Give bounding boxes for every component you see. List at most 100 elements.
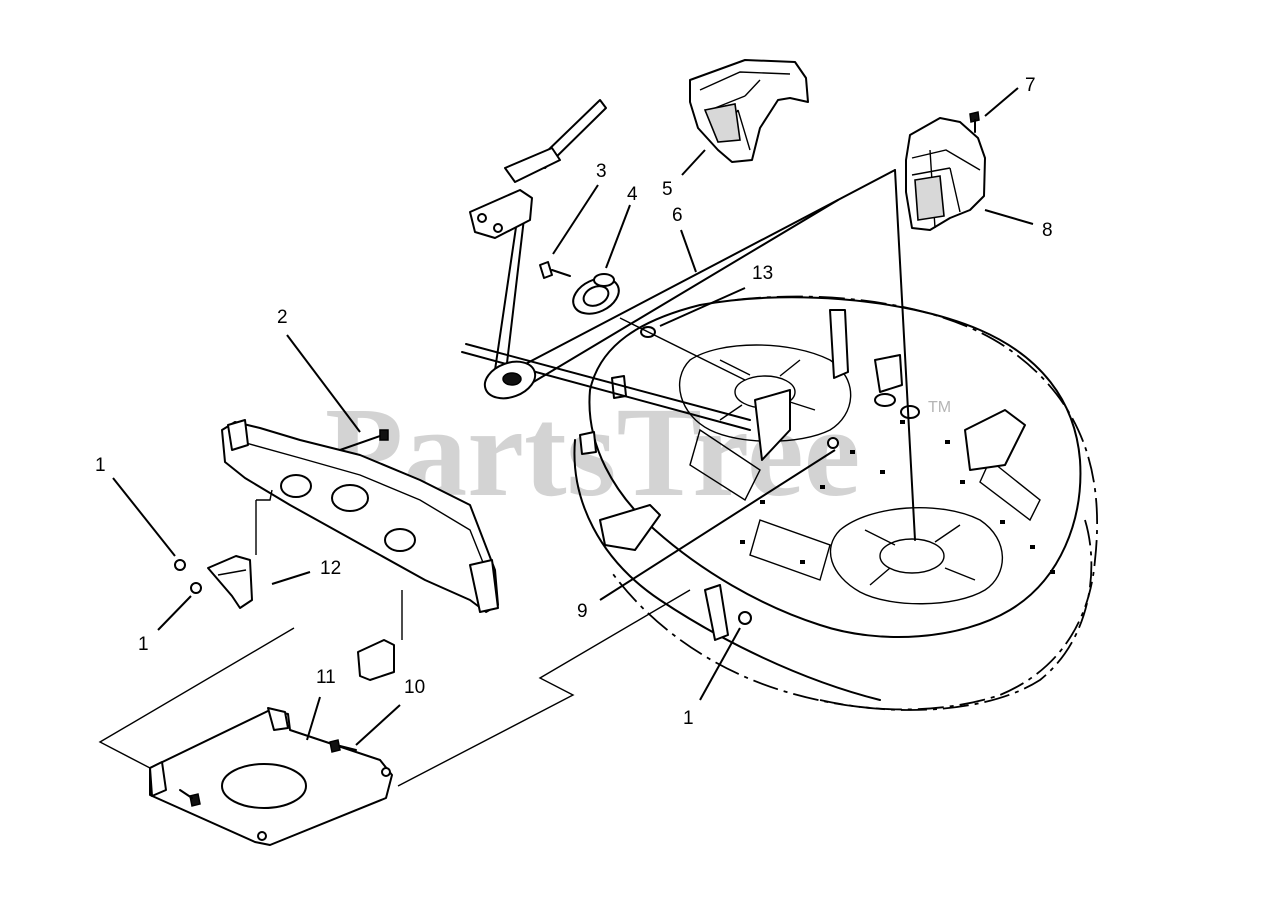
callout-8: 8 — [1042, 220, 1053, 241]
right-spindle-ribs — [864, 524, 976, 586]
deck-rib-panel-2 — [689, 428, 761, 502]
callout-4: 4 — [627, 184, 638, 205]
nut-1-lower — [190, 582, 202, 594]
callout-3: 3 — [596, 161, 607, 182]
callout-1b: 1 — [138, 634, 149, 655]
deck-hex-nut — [738, 611, 752, 625]
hanger-hole-1 — [280, 474, 312, 498]
assembly-line-c — [256, 489, 273, 501]
deck-holes — [740, 420, 1055, 574]
engine-pulley-hub — [502, 372, 522, 386]
deck-top-surface — [588, 296, 1082, 638]
belt-guard-8 — [905, 111, 986, 231]
callout-10: 10 — [404, 677, 425, 698]
pto-shaft-assembly — [461, 99, 916, 541]
hanger-bolt-shank — [339, 434, 384, 451]
deck-plate-hole — [221, 763, 307, 809]
belt-left-run-2 — [504, 209, 526, 381]
leader-7 — [984, 87, 1019, 117]
deck-plate-tab-top — [267, 707, 289, 731]
belt-guard-5-window — [703, 103, 741, 143]
leader-8 — [984, 209, 1034, 225]
leader-13 — [659, 287, 746, 327]
deck-center-bracket — [754, 389, 791, 461]
hanger-bar-2-edge — [234, 439, 491, 581]
leader-4 — [605, 204, 631, 269]
pulley-assembly — [539, 261, 746, 381]
bolt-3-shank — [551, 269, 571, 277]
bracket-strap — [504, 147, 561, 183]
upper-rod — [539, 99, 607, 169]
callout-6: 6 — [672, 205, 683, 226]
belt-lower — [509, 199, 839, 397]
deck-rib-panel-3 — [979, 458, 1041, 522]
belt-right-run — [894, 169, 916, 541]
deck-skirt-outline — [609, 295, 1098, 711]
callout-2: 2 — [277, 307, 288, 328]
leader-1c — [699, 627, 741, 701]
deck-idler-bracket — [874, 354, 903, 393]
pulley-4-rim — [593, 273, 615, 287]
deck-plate-hole-right — [381, 767, 391, 777]
callout-13: 13 — [752, 263, 773, 284]
leader-5 — [681, 149, 706, 176]
leader-10 — [355, 704, 401, 746]
hanger-end-tab-2 — [469, 559, 499, 613]
plate-bolt-head — [189, 793, 201, 807]
belt-guard-5-ribs — [699, 71, 791, 151]
leader-1b — [157, 595, 192, 631]
deck-front-hanger — [704, 584, 729, 641]
deck-small-tab-2 — [579, 431, 597, 455]
belt-guard-8-window — [914, 175, 945, 221]
bolt-10-shank — [339, 745, 357, 751]
leader-3 — [552, 184, 599, 255]
belt-guard-8-ribs — [911, 149, 981, 229]
bracket-12-assembly — [174, 489, 403, 681]
deck-plate-hole-bottom — [257, 831, 267, 841]
bracket-hole-2 — [493, 223, 503, 233]
bracket-hole-1 — [477, 213, 487, 223]
right-spindle-housing — [829, 507, 1004, 605]
deck-plate-11 — [98, 589, 691, 846]
bolt-10-head — [329, 739, 341, 753]
deck-bolt-head — [827, 437, 839, 449]
leader-lines — [112, 87, 1034, 746]
leader-12 — [271, 571, 311, 585]
deck-left-bracket — [599, 504, 661, 551]
nut-1-upper — [174, 559, 186, 571]
watermark-trademark: TM — [928, 399, 951, 416]
hanger-assembly — [221, 419, 499, 613]
leader-2 — [286, 334, 361, 433]
callout-1a: 1 — [95, 455, 106, 476]
deck-plate-tab-left — [149, 761, 167, 797]
drive-shaft-edge — [465, 343, 751, 421]
bracket-12-fold — [217, 569, 247, 576]
left-spindle-housing — [679, 344, 852, 442]
idler-washer — [874, 393, 896, 407]
leader-6 — [680, 229, 697, 273]
callout-12: 12 — [320, 558, 341, 579]
callout-1c: 1 — [683, 708, 694, 729]
belt-guard-5 — [689, 59, 809, 163]
bracket-12 — [207, 555, 253, 609]
callout-7: 7 — [1025, 75, 1036, 96]
plate-connector-left — [98, 627, 295, 769]
callout-9: 9 — [577, 601, 588, 622]
bracket-plate — [469, 189, 533, 239]
callout-labels: 1 1 1 2 3 4 5 6 7 8 9 10 11 12 13 — [95, 75, 1053, 729]
leader-11 — [306, 696, 321, 741]
left-spindle-ribs — [719, 359, 816, 421]
hanger-hole-2 — [331, 484, 369, 512]
bracket-lower — [357, 639, 395, 681]
deck-bracket-rear — [829, 309, 849, 379]
hanger-hole-3 — [384, 528, 416, 552]
deck-front-edge — [573, 439, 881, 701]
bolt-3-head — [539, 261, 553, 279]
plate-connector-right — [397, 589, 691, 787]
plate-bolt-shank — [179, 789, 193, 799]
callout-11: 11 — [316, 667, 336, 688]
hanger-end-tab — [227, 419, 249, 451]
deck-skirt-inner-outline — [819, 519, 1093, 711]
callout-5: 5 — [662, 179, 673, 200]
